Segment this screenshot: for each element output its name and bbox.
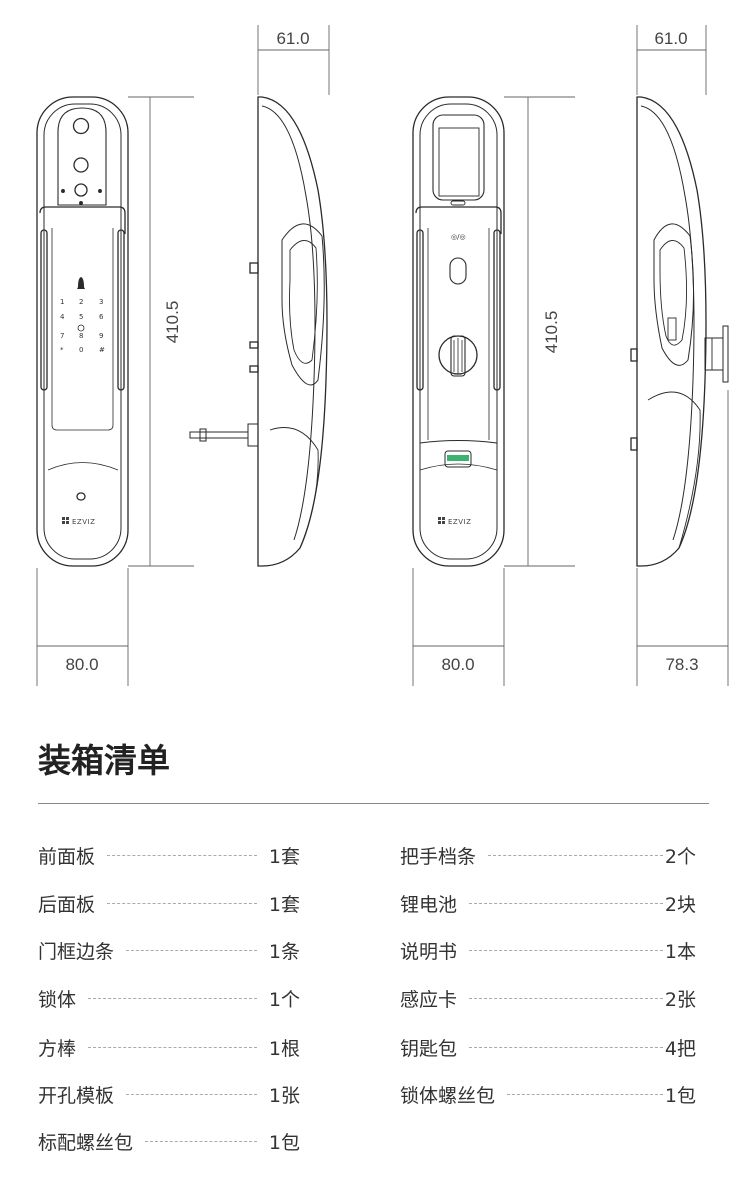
item-qty: 1张 bbox=[268, 1084, 300, 1107]
bell-icon bbox=[77, 277, 85, 289]
item-qty: 1个 bbox=[268, 988, 300, 1011]
front-view bbox=[36, 96, 129, 567]
packing-list-title: 装箱清单 bbox=[38, 741, 170, 780]
dim-front-width: 80.0 bbox=[65, 655, 98, 674]
leader-line bbox=[488, 854, 663, 856]
item-name: 前面板 bbox=[38, 845, 96, 868]
technical-drawing: 1 2 3 4 5 6 7 8 9 * 0 # EZVIZ bbox=[36, 25, 729, 686]
packing-item: 说明书 1本 bbox=[400, 935, 696, 965]
leader-line bbox=[469, 997, 663, 999]
packing-item: 后面板 1套 bbox=[38, 888, 300, 918]
leader-line bbox=[107, 902, 257, 904]
leader-line bbox=[145, 1140, 257, 1142]
item-name: 开孔模板 bbox=[38, 1084, 115, 1107]
dim-side-depth-right: 61.0 bbox=[654, 29, 687, 48]
leader-line bbox=[88, 1046, 257, 1048]
item-qty: 1条 bbox=[268, 940, 300, 963]
side-view-left bbox=[189, 96, 328, 567]
leader-line bbox=[126, 949, 257, 951]
packing-item: 方棒 1根 bbox=[38, 1032, 300, 1062]
item-name: 标配螺丝包 bbox=[38, 1131, 134, 1154]
packing-item: 锁体螺丝包 1包 bbox=[400, 1079, 696, 1109]
key-hash: # bbox=[99, 346, 105, 354]
side-view-right bbox=[630, 96, 729, 567]
title-divider bbox=[38, 803, 709, 804]
dim-height-left: 410.5 bbox=[163, 301, 182, 344]
packing-item: 前面板 1套 bbox=[38, 840, 300, 870]
key-2: 2 bbox=[79, 298, 83, 306]
item-name: 门框边条 bbox=[38, 940, 115, 963]
back-mode-button bbox=[449, 257, 467, 285]
dim-height-right: 410.5 bbox=[542, 311, 561, 354]
item-qty: 1套 bbox=[268, 845, 300, 868]
leader-line bbox=[126, 1093, 257, 1095]
key-star: * bbox=[60, 346, 64, 354]
item-name: 后面板 bbox=[38, 893, 96, 916]
fingerprint-sensor bbox=[76, 492, 86, 501]
item-qty: 2个 bbox=[664, 845, 696, 868]
item-name: 说明书 bbox=[400, 940, 458, 963]
battery-indicator bbox=[447, 455, 469, 461]
leader-line bbox=[469, 949, 663, 951]
dim-side-depth-left: 61.0 bbox=[276, 29, 309, 48]
leader-line bbox=[88, 997, 257, 999]
item-qty: 1包 bbox=[664, 1084, 696, 1107]
item-name: 方棒 bbox=[38, 1037, 77, 1060]
battery-latch bbox=[444, 450, 472, 468]
back-brand-logo: EZVIZ bbox=[438, 517, 471, 526]
back-brand-text: EZVIZ bbox=[448, 518, 471, 526]
packing-item: 锁体 1个 bbox=[38, 983, 300, 1013]
item-qty: 1包 bbox=[268, 1131, 300, 1154]
item-qty: 4把 bbox=[664, 1037, 696, 1060]
key-0: 0 bbox=[79, 346, 83, 354]
item-name: 锁体 bbox=[38, 988, 77, 1011]
key-1: 1 bbox=[60, 298, 64, 306]
front-brand-text: EZVIZ bbox=[72, 518, 95, 526]
item-qty: 1根 bbox=[268, 1037, 300, 1060]
item-name: 钥匙包 bbox=[400, 1037, 458, 1060]
dim-side-overall: 78.3 bbox=[665, 655, 698, 674]
leader-line bbox=[469, 1046, 663, 1048]
leader-line bbox=[469, 902, 663, 904]
key-4: 4 bbox=[60, 313, 65, 321]
packing-item: 感应卡 2张 bbox=[400, 983, 696, 1013]
dimension-lines bbox=[36, 25, 729, 686]
item-name: 感应卡 bbox=[400, 988, 458, 1011]
packing-item: 门框边条 1条 bbox=[38, 935, 300, 965]
item-qty: 1本 bbox=[664, 940, 696, 963]
packing-item: 开孔模板 1张 bbox=[38, 1079, 300, 1109]
leader-line bbox=[107, 854, 257, 856]
front-brand-logo: EZVIZ bbox=[62, 517, 95, 526]
back-mode-label: ◎/◎ bbox=[451, 233, 466, 241]
leader-line bbox=[507, 1093, 663, 1095]
item-name: 锁体螺丝包 bbox=[400, 1084, 496, 1107]
key-5: 5 bbox=[79, 313, 83, 321]
key-9: 9 bbox=[99, 332, 103, 340]
item-name: 锂电池 bbox=[400, 893, 458, 916]
key-8: 8 bbox=[79, 332, 83, 340]
key-6: 6 bbox=[99, 313, 104, 321]
item-qty: 2张 bbox=[664, 988, 696, 1011]
item-qty: 1套 bbox=[268, 893, 300, 916]
key-3: 3 bbox=[99, 298, 103, 306]
card-reader-icon bbox=[77, 324, 85, 332]
item-qty: 2块 bbox=[664, 893, 696, 916]
back-view bbox=[412, 96, 505, 567]
packing-item: 标配螺丝包 1包 bbox=[38, 1126, 300, 1156]
dim-back-width: 80.0 bbox=[441, 655, 474, 674]
packing-item: 把手档条 2个 bbox=[400, 840, 696, 870]
key-7: 7 bbox=[60, 332, 64, 340]
packing-item: 钥匙包 4把 bbox=[400, 1032, 696, 1062]
item-name: 把手档条 bbox=[400, 845, 477, 868]
packing-item: 锂电池 2块 bbox=[400, 888, 696, 918]
front-keypad: 1 2 3 4 5 6 7 8 9 * 0 # bbox=[60, 298, 105, 354]
